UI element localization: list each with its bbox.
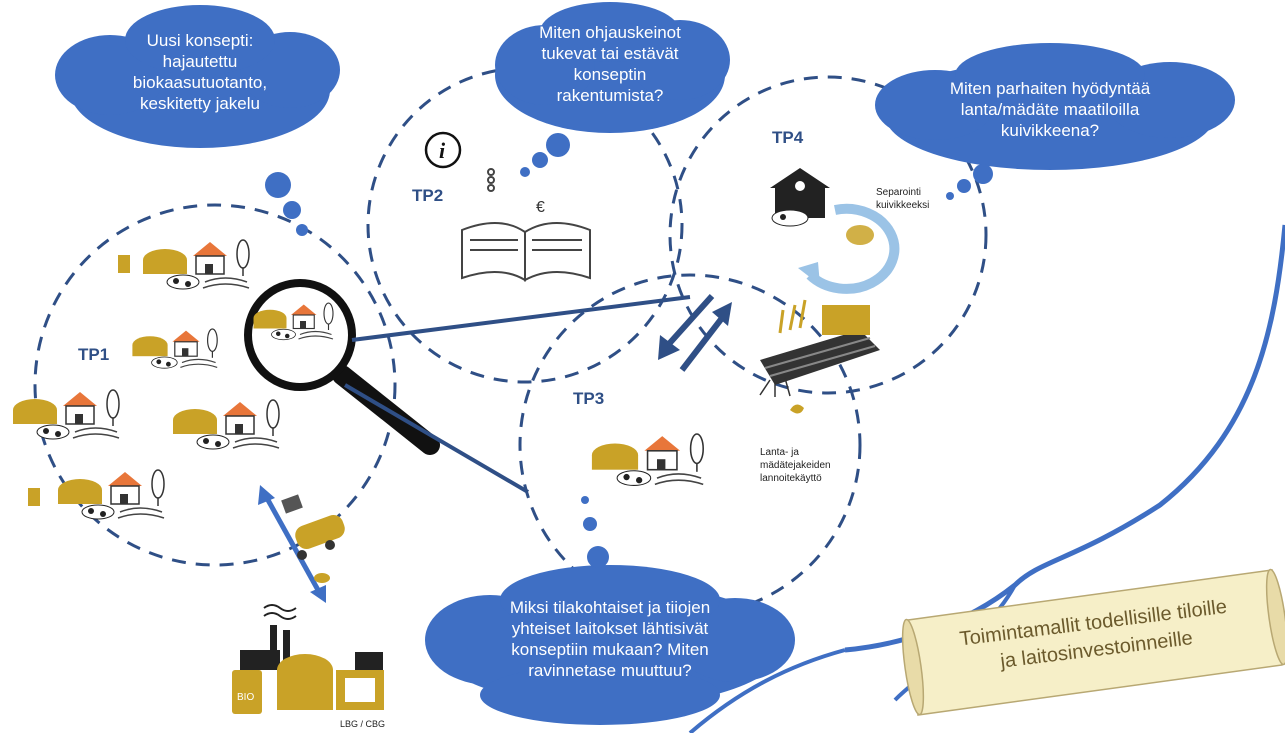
scroll-banner bbox=[901, 568, 1285, 716]
field-icon bbox=[759, 299, 880, 414]
cloud-farms bbox=[425, 496, 795, 725]
tp3-label: TP3 bbox=[573, 389, 605, 408]
svg-text:i: i bbox=[439, 138, 446, 163]
svg-text:€: € bbox=[536, 199, 545, 216]
link-line bbox=[351, 295, 691, 342]
cloud-bedding bbox=[875, 43, 1235, 200]
info-icon: i bbox=[424, 131, 462, 169]
fuel-pump-icon bbox=[28, 255, 130, 506]
cloud-farms-text: Miksi tilakohtaiset ja tiiojen yhteiset … bbox=[509, 598, 711, 680]
farm-icon bbox=[131, 328, 218, 369]
farm-icon bbox=[57, 469, 165, 520]
gas-label: LBG / CBG bbox=[340, 719, 385, 729]
farm-icon bbox=[142, 239, 250, 290]
branch-line-tail bbox=[688, 648, 846, 733]
book-icon: € bbox=[461, 168, 591, 282]
link-line bbox=[343, 383, 530, 494]
cloud-concept bbox=[55, 5, 340, 236]
recycle-arrow-icon bbox=[798, 203, 900, 294]
exchange-arrows bbox=[658, 293, 732, 372]
cloud-policy bbox=[495, 2, 730, 177]
transport-arrow bbox=[258, 485, 326, 603]
cloud-policy-text: Miten ohjauskeinot tukevat tai estävät k… bbox=[539, 23, 681, 105]
tp1-circle bbox=[33, 203, 397, 567]
tp2-label: TP2 bbox=[412, 186, 444, 205]
barn-icon bbox=[770, 168, 874, 245]
tanker-truck-icon bbox=[281, 494, 345, 583]
farm-icon bbox=[591, 433, 704, 487]
separation-label: Separointi kuivikkeeksi bbox=[876, 187, 930, 211]
cloud-concept-text: Uusi konsepti: hajautettu biokaasutuotan… bbox=[132, 31, 268, 113]
svg-text:BIO: BIO bbox=[237, 692, 254, 703]
cloud-bedding-text: Miten parhaiten hyödyntää lanta/mädäte m… bbox=[949, 79, 1151, 140]
tp1-label: TP1 bbox=[78, 345, 110, 364]
farm-icon bbox=[172, 399, 280, 450]
farm-icon bbox=[12, 389, 120, 440]
tp4-circle bbox=[668, 75, 988, 395]
biogas-plant-icon: BIO LBG / CBG bbox=[232, 604, 385, 729]
fertilizer-label: Lanta- ja mädätejakeiden lannoitekäyttö bbox=[760, 447, 831, 484]
tp4-label: TP4 bbox=[772, 128, 804, 147]
tp2-circle bbox=[366, 66, 684, 384]
